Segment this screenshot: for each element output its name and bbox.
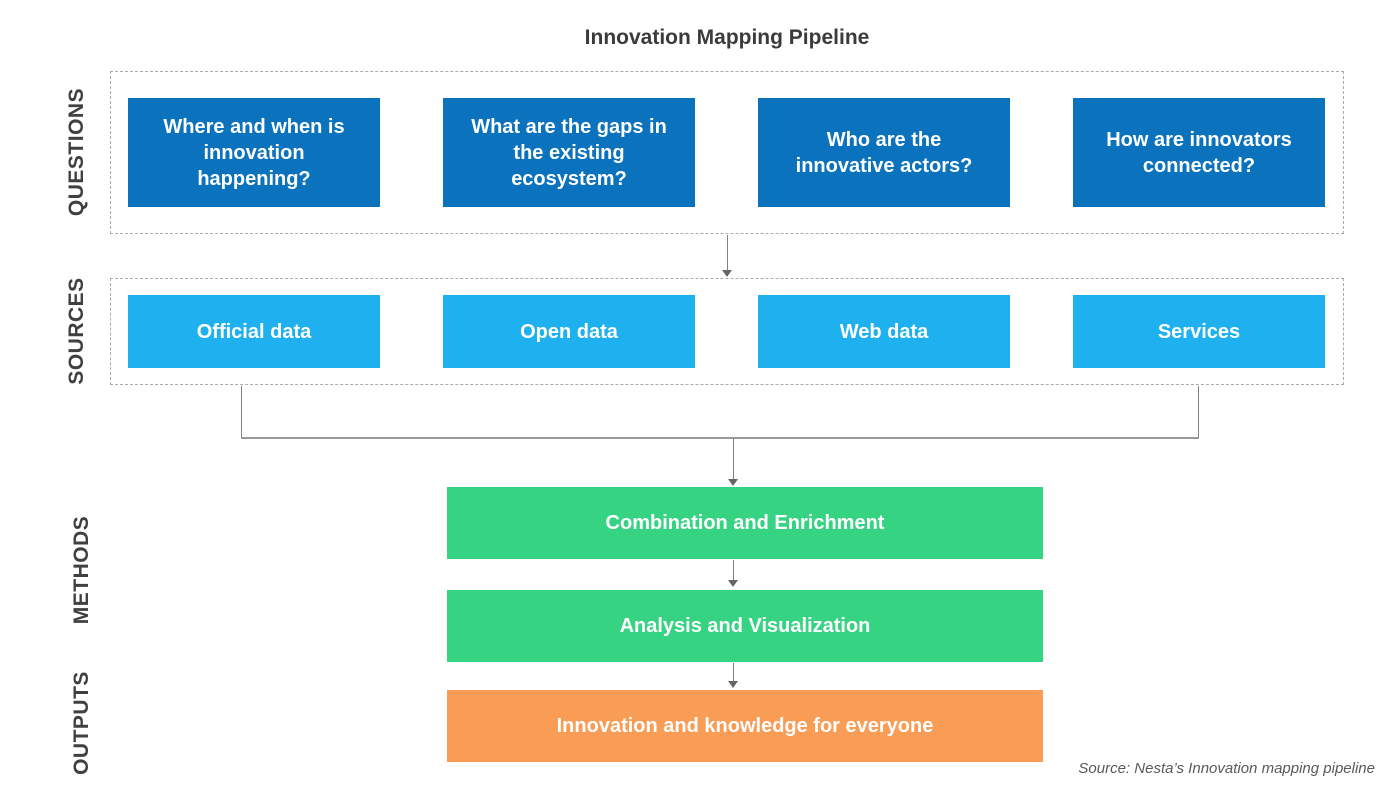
arrow-method1-to-method2-line: [733, 560, 734, 581]
question-box-gaps: What are the gaps in the existing ecosys…: [443, 98, 695, 207]
output-box-innovation-knowledge: Innovation and knowledge for everyone: [447, 690, 1043, 762]
connector-left-line: [241, 386, 242, 438]
arrow-sources-to-methods-line: [733, 439, 734, 480]
row-label-sources: SOURCES: [65, 277, 88, 385]
connector-right-line: [1198, 386, 1199, 438]
row-label-questions: QUESTIONS: [65, 87, 88, 217]
arrow-methods-to-outputs-head: [728, 681, 738, 688]
diagram-title: Innovation Mapping Pipeline: [584, 26, 870, 49]
question-box-connected: How are innovators connected?: [1073, 98, 1325, 207]
sources-group-border: [110, 278, 1344, 385]
source-box-open-data: Open data: [443, 295, 695, 368]
arrow-questions-to-sources-head: [722, 270, 732, 277]
row-label-methods: METHODS: [70, 515, 93, 625]
source-box-web-data: Web data: [758, 295, 1010, 368]
method-box-combination-enrichment: Combination and Enrichment: [447, 487, 1043, 559]
source-box-official-data: Official data: [128, 295, 380, 368]
connector-horizontal-line: [241, 437, 1199, 439]
source-attribution-note: Source: Nesta’s Innovation mapping pipel…: [1078, 760, 1375, 777]
row-label-outputs: OUTPUTS: [70, 671, 93, 775]
method-box-analysis-visualization: Analysis and Visualization: [447, 590, 1043, 662]
arrow-questions-to-sources-line: [727, 235, 728, 271]
questions-group-border: [110, 71, 1344, 234]
question-box-actors: Who are the innovative actors?: [758, 98, 1010, 207]
arrow-method1-to-method2-head: [728, 580, 738, 587]
question-box-where-when: Where and when is innovation happening?: [128, 98, 380, 207]
arrow-methods-to-outputs-line: [733, 663, 734, 682]
source-box-services: Services: [1073, 295, 1325, 368]
arrow-sources-to-methods-head: [728, 479, 738, 486]
